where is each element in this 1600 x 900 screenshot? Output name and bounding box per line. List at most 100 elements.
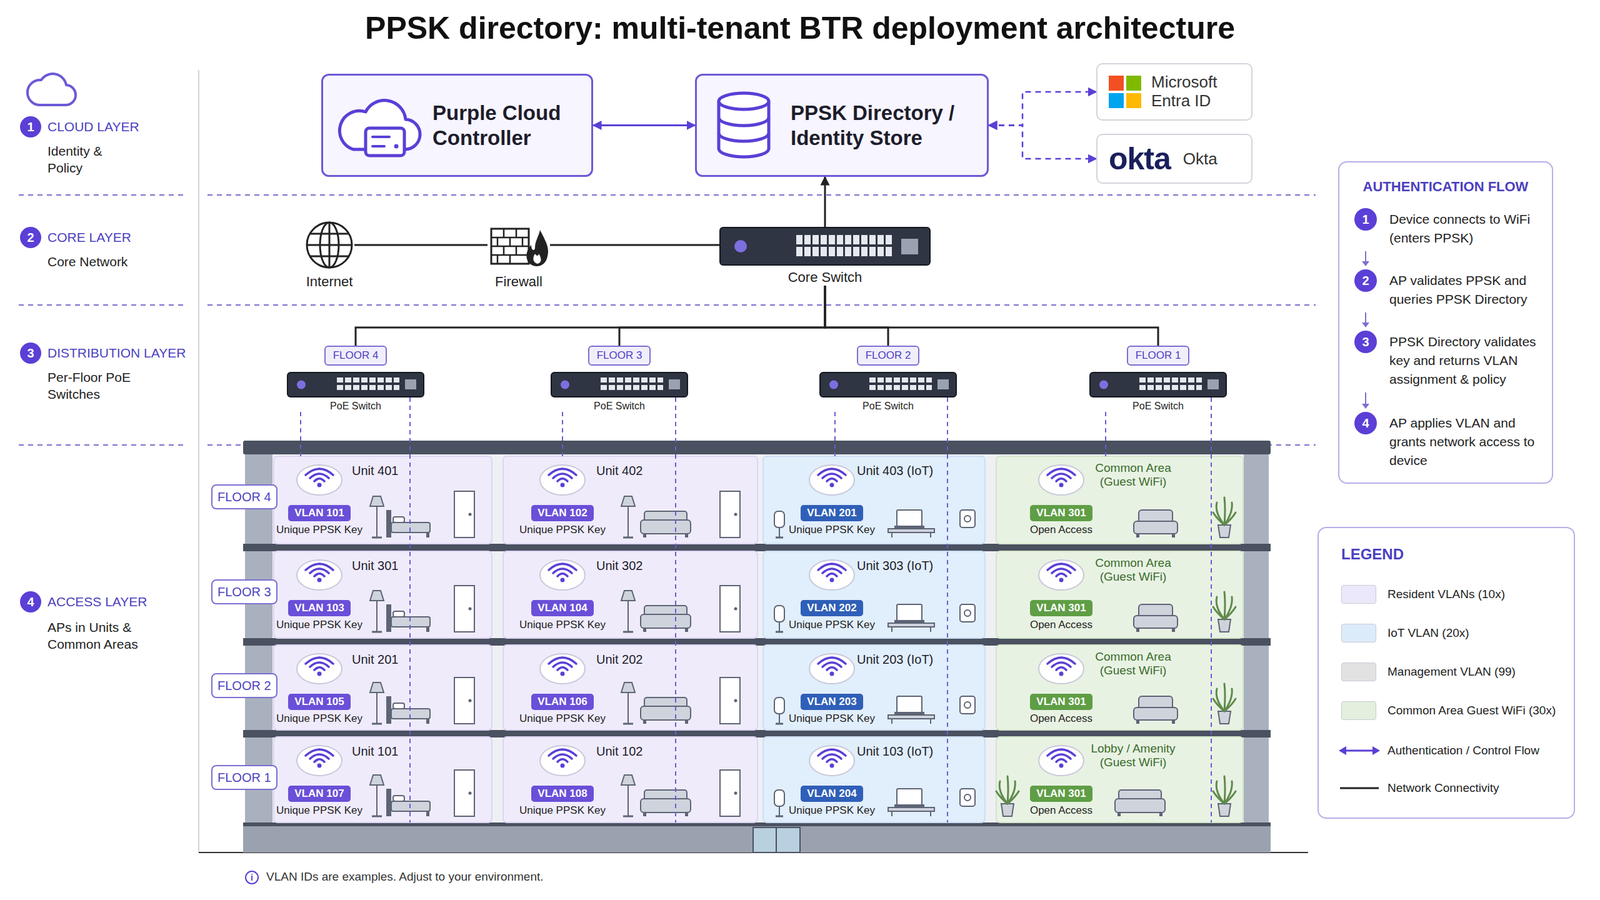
callout-number: 1 xyxy=(20,116,42,138)
access-note: Unique PPSK Key xyxy=(781,712,882,725)
vlan-id: VLAN 108 xyxy=(537,785,587,802)
wifi-arc xyxy=(822,568,842,574)
illustration xyxy=(774,605,785,622)
vlan-id: VLAN 102 xyxy=(537,505,587,522)
floor-tag: FLOOR 1 xyxy=(1126,345,1190,366)
illustration xyxy=(888,528,935,533)
illustration xyxy=(1007,776,1009,804)
poe-cable xyxy=(409,397,411,823)
illustration xyxy=(1224,683,1225,712)
illustration xyxy=(1117,812,1121,817)
illustration xyxy=(1213,606,1225,620)
wifi-dot xyxy=(830,483,835,488)
illustration xyxy=(643,812,647,817)
vlan-id: VLAN 107 xyxy=(294,785,344,802)
illustration xyxy=(896,510,922,527)
illustration xyxy=(426,718,430,724)
panel-title: AUTHENTICATION FLOW xyxy=(1339,178,1552,195)
illustration xyxy=(627,600,629,632)
area-name: Lobby / Amenity (Guest WiFi) xyxy=(1080,741,1187,770)
illustration xyxy=(643,720,647,724)
step-number: 3 xyxy=(1354,330,1377,354)
illustration xyxy=(734,607,738,611)
illustration xyxy=(774,790,785,807)
wifi-arc xyxy=(1051,568,1071,574)
illustration xyxy=(371,815,382,818)
wifi-dot xyxy=(317,763,322,769)
illustration xyxy=(1001,803,1014,817)
access-note: Open Access xyxy=(1011,712,1112,725)
icon xyxy=(286,371,425,398)
unit-room: Unit 102Unique PPSK KeyVLAN 108 xyxy=(503,736,758,823)
roof xyxy=(243,440,1271,455)
illustration xyxy=(640,706,691,720)
vlan-badge: VLAN 202 xyxy=(800,600,863,617)
floor-tag: FLOOR 3 xyxy=(211,579,278,605)
provider-logo: okta xyxy=(1108,143,1171,175)
illustration xyxy=(1224,698,1236,712)
vlan-badge: VLAN 301 xyxy=(1030,505,1092,522)
vlan-badge: VLAN 203 xyxy=(800,693,863,710)
illustration xyxy=(1171,533,1175,538)
access-note: Unique PPSK Key xyxy=(269,523,370,537)
vlan-badge: VLAN 106 xyxy=(531,693,594,710)
access-point xyxy=(296,560,342,590)
illustration xyxy=(1007,791,1019,804)
unit-fill xyxy=(503,736,758,823)
unit-room: Unit 303 (IoT)Unique PPSK KeyVLAN 202 xyxy=(763,551,985,639)
access-point xyxy=(540,560,585,590)
unit-name: Unit 301 xyxy=(351,558,399,574)
layer-name: DISTRIBUTION LAYER xyxy=(47,345,186,362)
illustration xyxy=(627,692,629,724)
icon xyxy=(1089,371,1227,398)
step-text: Device connects to WiFi (enters PPSK) xyxy=(1389,210,1547,248)
illustration xyxy=(720,677,740,724)
illustration xyxy=(775,631,784,634)
unit-fill xyxy=(763,645,985,730)
vlan-id: VLAN 301 xyxy=(1036,785,1086,802)
illustration xyxy=(1224,591,1225,620)
illustration xyxy=(960,510,975,528)
connector xyxy=(825,285,889,346)
step-text: PPSK Directory validates key and returns… xyxy=(1389,332,1547,389)
illustration xyxy=(1372,746,1380,755)
icon xyxy=(819,371,957,398)
vlan-badge: VLAN 102 xyxy=(531,505,594,522)
connector xyxy=(825,285,1159,346)
wifi-arc xyxy=(826,573,837,577)
access-point xyxy=(809,745,855,776)
illustration xyxy=(964,701,971,709)
illustration xyxy=(778,621,780,632)
wifi-dot xyxy=(830,763,835,769)
illustration xyxy=(454,770,475,817)
illustration xyxy=(623,723,634,725)
wifi-arc xyxy=(553,754,572,759)
illustration xyxy=(1171,628,1175,632)
box-title: PPSK Directory / Identity Store xyxy=(790,100,972,150)
wifi-dot xyxy=(1059,671,1064,677)
illustration xyxy=(1171,720,1175,724)
illustration xyxy=(621,496,635,507)
illustration xyxy=(964,610,971,617)
connector xyxy=(300,411,302,457)
illustration xyxy=(720,770,740,817)
illustration xyxy=(640,798,691,813)
illustration xyxy=(643,628,647,632)
flow-arrow xyxy=(1365,312,1367,324)
wifi-arc xyxy=(822,754,842,759)
unit-fill xyxy=(996,551,1244,639)
poe-cable xyxy=(946,397,949,823)
legend-line-sample xyxy=(1337,780,1382,796)
illustration xyxy=(1218,619,1231,632)
column-divider xyxy=(198,70,200,853)
unit-name: Unit 402 xyxy=(596,463,644,479)
unit-name: Unit 103 (IoT) xyxy=(856,744,934,759)
access-point xyxy=(540,653,585,684)
unit-room: Unit 301Unique PPSK KeyVLAN 103 xyxy=(273,551,492,639)
unit-fill xyxy=(763,456,985,544)
illustration xyxy=(1136,533,1140,538)
illustration xyxy=(896,696,922,713)
illustration xyxy=(627,506,629,538)
connector xyxy=(988,91,1097,126)
illustration xyxy=(1136,628,1140,632)
